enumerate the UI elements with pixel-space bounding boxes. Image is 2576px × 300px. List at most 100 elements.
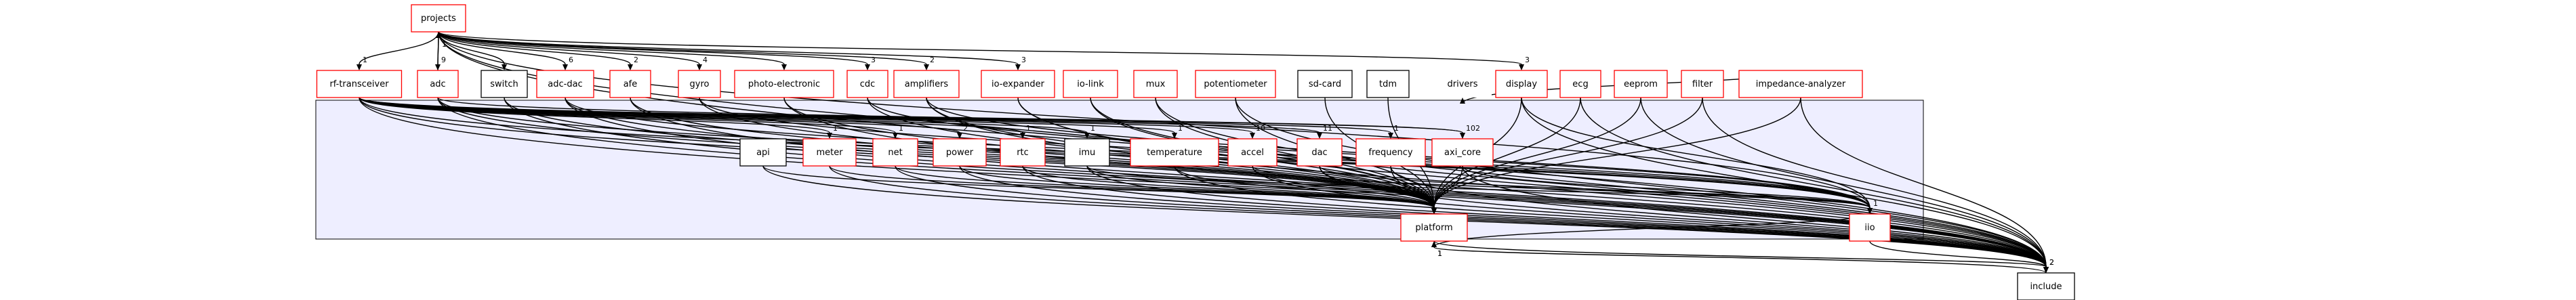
- node-axi_core[interactable]: axi_core: [1431, 138, 1494, 167]
- edge-line: [438, 31, 566, 65]
- node-box: [1133, 70, 1178, 98]
- edge-line: [1017, 97, 2047, 267]
- node-frequency[interactable]: frequency: [1355, 138, 1426, 167]
- node-label: display: [1506, 79, 1537, 89]
- edge-line: [1433, 240, 2047, 267]
- node-rtc[interactable]: rtc: [1000, 138, 1046, 167]
- edge-count-label: 1: [1437, 249, 1442, 258]
- node-label: rtc: [1017, 148, 1029, 158]
- node-adc-dac[interactable]: adc-dac: [536, 70, 594, 98]
- node-rf-transceiver[interactable]: rf-transceiver: [316, 70, 403, 98]
- node-tdm[interactable]: tdm: [1366, 70, 1410, 98]
- node-power[interactable]: power: [933, 138, 987, 167]
- edge-count-label: 9: [441, 56, 446, 64]
- node-label: include: [2030, 282, 2062, 292]
- node-label: adc-dac: [548, 79, 582, 89]
- node-label: axi_core: [1444, 148, 1481, 158]
- edge-count-label: 1: [1090, 124, 1095, 133]
- node-iio[interactable]: iio: [1849, 213, 1891, 242]
- node-gyro[interactable]: gyro: [678, 70, 721, 98]
- node-api[interactable]: api: [739, 138, 787, 167]
- node-potentiometer[interactable]: potentiometer: [1195, 70, 1276, 98]
- node-switch[interactable]: switch: [481, 70, 528, 98]
- edge-line: [438, 31, 927, 65]
- edge-line: [1800, 97, 2047, 267]
- edge-arrowhead: [1250, 133, 1255, 139]
- node-dac[interactable]: dac: [1296, 138, 1343, 167]
- edge-line: [1086, 165, 1870, 209]
- edge-line: [1521, 97, 2047, 267]
- node-box: [1681, 70, 1724, 98]
- node-label: mux: [1146, 79, 1166, 89]
- node-mux[interactable]: mux: [1133, 70, 1178, 98]
- node-meter[interactable]: meter: [802, 138, 857, 167]
- edge-arrowhead: [924, 64, 929, 70]
- node-include[interactable]: include: [2017, 272, 2075, 300]
- edge-count-label: 3: [871, 56, 876, 64]
- edge-count-label: 2: [2049, 258, 2054, 267]
- edge-line: [783, 97, 2047, 267]
- edge-count-label: 102: [1466, 124, 1480, 133]
- node-amplifiers[interactable]: amplifiers: [893, 70, 960, 98]
- edge-line: [438, 31, 631, 65]
- node-label: power: [946, 148, 974, 158]
- node-label: meter: [816, 148, 843, 158]
- node-label: photo-electronic: [748, 79, 820, 89]
- edge-count-label: 6: [569, 56, 573, 64]
- node-io-expander[interactable]: io-expander: [981, 70, 1055, 98]
- edge-arrowhead: [1020, 133, 1025, 139]
- node-projects[interactable]: projects: [411, 4, 466, 33]
- edge-count-label: 2: [963, 124, 968, 133]
- node-eeprom[interactable]: eeprom: [1614, 70, 1668, 98]
- edge-line: [438, 31, 505, 65]
- node-label: sd-card: [1309, 79, 1341, 89]
- edge-projects-to-cdc: 3: [438, 31, 876, 70]
- node-drivers[interactable]: drivers: [1433, 70, 1492, 98]
- node-box: [933, 138, 987, 167]
- node-label: temperature: [1147, 148, 1202, 158]
- node-label: projects: [421, 14, 456, 24]
- node-ecg[interactable]: ecg: [1559, 70, 1601, 98]
- node-accel[interactable]: accel: [1227, 138, 1277, 167]
- node-afe[interactable]: afe: [609, 70, 651, 98]
- edge-line: [1235, 97, 2047, 267]
- edge-arrowhead: [1084, 133, 1090, 139]
- node-label: drivers: [1447, 79, 1477, 89]
- edge-arrowhead: [2043, 267, 2049, 273]
- node-box: [1495, 70, 1548, 98]
- edge-line: [1022, 165, 2047, 267]
- node-box: [411, 4, 466, 33]
- edge-count-label: 11: [1323, 124, 1332, 133]
- edge-line: [1319, 165, 2047, 267]
- node-cdc[interactable]: cdc: [846, 70, 888, 98]
- node-box: [739, 138, 787, 167]
- edge-projects-to-io-expander: 3: [438, 31, 1026, 70]
- node-net[interactable]: net: [872, 138, 918, 167]
- node-filter[interactable]: filter: [1681, 70, 1724, 98]
- node-temperature[interactable]: temperature: [1130, 138, 1219, 167]
- node-adc[interactable]: adc: [417, 70, 459, 98]
- edge-line: [1390, 165, 1435, 209]
- edge-line: [1462, 165, 2047, 267]
- node-label: accel: [1241, 148, 1264, 158]
- node-platform[interactable]: platform: [1400, 213, 1468, 242]
- edge-line: [1433, 97, 1581, 209]
- edge-projects-to-adc-dac: 6: [438, 31, 573, 70]
- node-photo-electronic[interactable]: photo-electronic: [734, 70, 834, 98]
- edge-arrowhead: [697, 64, 702, 70]
- node-box: [846, 70, 888, 98]
- node-label: io-link: [1077, 79, 1104, 89]
- node-box: [872, 138, 918, 167]
- node-display[interactable]: display: [1495, 70, 1548, 98]
- node-box: [609, 70, 651, 98]
- node-label: afe: [623, 79, 638, 89]
- node-box: [417, 70, 459, 98]
- node-impedance-analyzer[interactable]: impedance-analyzer: [1738, 70, 1863, 98]
- edge-arrowhead: [356, 64, 362, 70]
- node-box: [1400, 213, 1468, 242]
- node-imu[interactable]: imu: [1064, 138, 1110, 167]
- node-io-link[interactable]: io-link: [1063, 70, 1118, 98]
- node-sd-card[interactable]: sd-card: [1297, 70, 1353, 98]
